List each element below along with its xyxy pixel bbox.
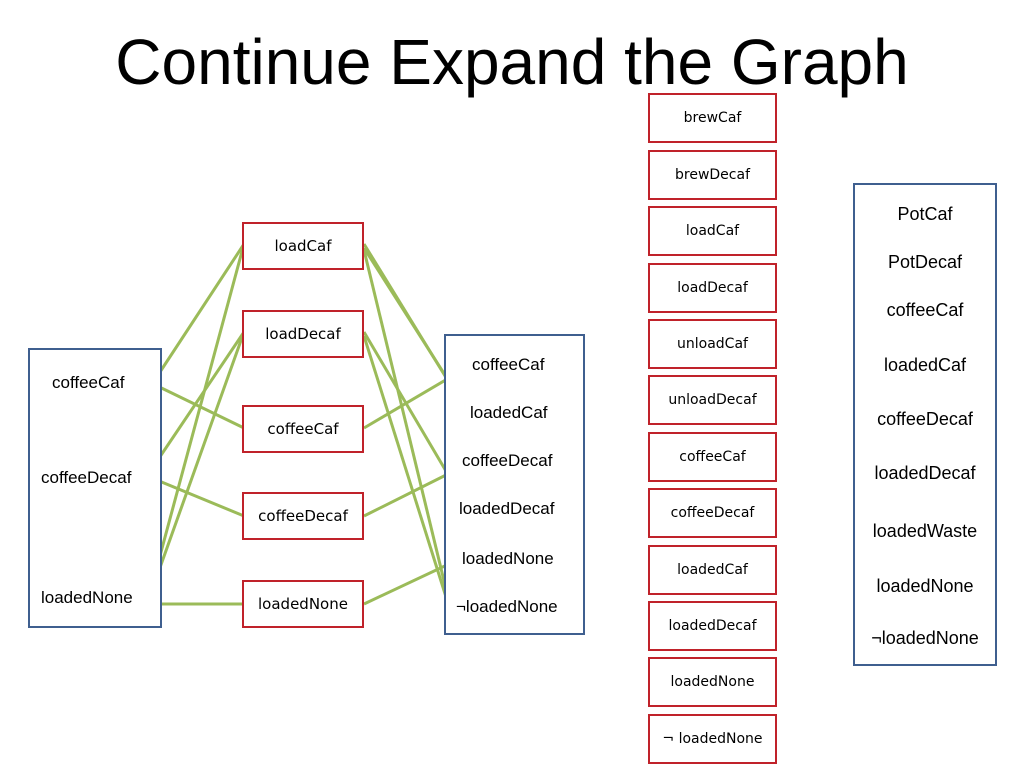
next-proposition-panel: coffeeCaf loadedCaf coffeeDecaf loadedDe…: [444, 334, 585, 635]
left-prop-loadednone: loadedNone: [41, 588, 133, 607]
edge-coffeedecaf-coffeedecaf: [146, 474, 245, 518]
action-list-loadeddecaf: loadedDecaf: [648, 601, 777, 651]
prop-list-potcaf: PotCaf: [897, 204, 953, 224]
edge-coffeedecaf-loaddecaf: [145, 331, 246, 477]
action-list-unloadcaf: unloadCaf: [648, 319, 777, 369]
next-prop-loadedcaf: loadedCaf: [470, 403, 548, 422]
action-list-brewcaf: brewCaf: [648, 93, 777, 143]
next-prop-loadeddecaf: loadedDecaf: [459, 499, 555, 518]
left-proposition-panel: coffeeCaf coffeeDecaf loadedNone: [28, 348, 162, 628]
prop-list-loadedwaste: loadedWaste: [872, 521, 978, 541]
action-coffeedecaf: coffeeDecaf: [242, 492, 364, 540]
action-list-loadednone: loadedNone: [648, 657, 777, 707]
next-prop-loadednone: loadedNone: [462, 549, 554, 568]
action-list-coffeedecaf: coffeeDecaf: [648, 488, 777, 538]
prop-list-coffeedecaf: coffeeDecaf: [877, 409, 973, 429]
action-list-loaddecaf: loadDecaf: [648, 263, 777, 313]
proposition-list-panel: PotCaf PotDecaf coffeeCaf loadedCaf coff…: [853, 183, 997, 666]
next-prop-not-loadednone: ¬loadedNone: [456, 597, 558, 616]
prop-list-loadeddecaf: loadedDecaf: [874, 463, 976, 483]
edge-loadednone-loadcaf: [145, 243, 246, 605]
action-list-unloaddecaf: unloadDecaf: [648, 375, 777, 425]
edge-loadednone-loaddecaf: [145, 331, 246, 605]
action-loadednone: loadedNone: [242, 580, 364, 628]
left-prop-coffeecaf: coffeeCaf: [52, 373, 125, 392]
action-loaddecaf: loadDecaf: [242, 310, 364, 358]
action-list-not-loadednone: ¬ loadedNone: [648, 714, 777, 764]
action-coffeecaf: coffeeCaf: [242, 405, 364, 453]
edge-loadcaf-loadednone-del: [362, 249, 454, 615]
prop-list-loadednone: loadedNone: [876, 576, 974, 596]
action-list-brewdecaf: brewDecaf: [648, 150, 777, 200]
prop-list-coffeecaf: coffeeCaf: [886, 300, 964, 320]
action-list-loadedcaf: loadedCaf: [648, 545, 777, 595]
next-prop-coffeedecaf: coffeeDecaf: [462, 451, 553, 470]
action-list-coffeecaf: coffeeCaf: [648, 432, 777, 482]
prop-list-potdecaf: PotDecaf: [887, 252, 963, 272]
next-prop-coffeecaf: coffeeCaf: [472, 355, 545, 374]
action-loadcaf: loadCaf: [242, 222, 364, 270]
action-list-loadcaf: loadCaf: [648, 206, 777, 256]
left-prop-coffeedecaf: coffeeDecaf: [41, 468, 132, 487]
slide-title: Continue Expand the Graph: [115, 26, 909, 98]
edge-loaddecaf-loadednone-del: [362, 335, 454, 617]
prop-list-not-loadednone: ¬loadedNone: [871, 628, 979, 648]
prop-list-loadedcaf: loadedCaf: [883, 355, 967, 375]
